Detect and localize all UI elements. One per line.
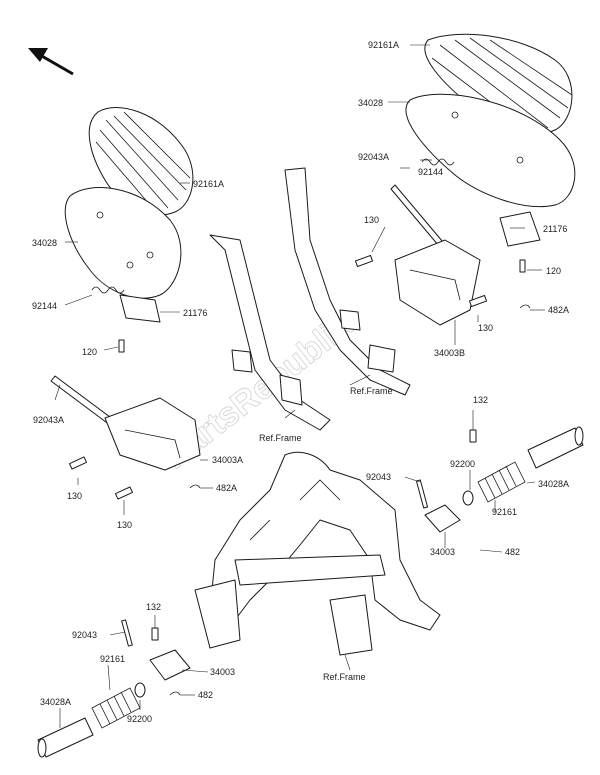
label-120-right: 120: [546, 266, 561, 276]
label-34003a: 34003A: [212, 455, 243, 465]
right-bolts-130: [354, 254, 488, 308]
left-washer-92200: [134, 682, 146, 698]
label-34003-left: 34003: [210, 667, 235, 677]
label-34028a-right: 34028A: [538, 479, 569, 489]
label-34003b: 34003B: [434, 348, 465, 358]
left-peg-bracket-34003: [149, 649, 191, 681]
label-92161a-left: 92161A: [193, 179, 224, 189]
left-peg-cover-34028A: [37, 717, 94, 758]
label-130-right-upper: 130: [364, 215, 379, 225]
label-92043-left: 92043: [72, 630, 97, 640]
label-92161-left: 92161: [100, 654, 125, 664]
left-bolts-130: [68, 456, 134, 500]
label-92200-left: 92200: [127, 714, 152, 724]
label-92144-left: 92144: [32, 301, 57, 311]
right-peg-rubber-92161: [477, 461, 526, 503]
right-pin-92043: [415, 479, 429, 509]
right-floorboard-rubber-mat: [424, 33, 573, 135]
left-floorboard-rubber-mat: [88, 107, 194, 216]
right-floorboard-bracket-21176: [499, 211, 541, 247]
left-bolt-120: [118, 339, 125, 353]
label-21176-right: 21176: [543, 224, 567, 234]
right-floorboard-plate: [405, 93, 576, 208]
label-482-right: 482: [505, 547, 520, 557]
label-ref-frame-bottom: Ref.Frame: [323, 672, 366, 682]
label-132-right: 132: [473, 395, 488, 405]
leader-lines: [54, 44, 545, 728]
right-bolt-120: [519, 259, 526, 273]
label-92043a-left: 92043A: [33, 415, 64, 425]
main-frame: [194, 451, 441, 656]
right-peg-bracket-34003: [424, 504, 461, 533]
right-spring: [421, 158, 455, 166]
label-21176-left: 21176: [183, 308, 207, 318]
label-92161a-right: 92161A: [368, 40, 399, 50]
center-frame-bracket: [209, 234, 331, 431]
label-92161-right: 92161: [492, 507, 517, 517]
label-482a-right: 482A: [548, 305, 569, 315]
part-labels: 92161A 34028 92043A 92144 130 21176 120 …: [32, 40, 569, 724]
left-cotter-pin-482A: [189, 484, 201, 489]
right-washer-92200: [462, 490, 474, 506]
left-cotter-pin-482: [169, 691, 181, 696]
right-floorboard-bracket-34003B: [394, 239, 481, 326]
label-92144-right: 92144: [418, 167, 443, 177]
direction-arrow-icon: [28, 48, 74, 76]
label-132-left: 132: [146, 602, 161, 612]
label-482a-left: 482A: [216, 483, 237, 493]
label-ref-frame-center: Ref.Frame: [350, 386, 393, 396]
label-482-left: 482: [198, 690, 213, 700]
label-92043a-right: 92043A: [358, 152, 389, 162]
label-92200-right: 92200: [450, 459, 475, 469]
left-floorboard-plate: [64, 187, 182, 299]
label-130-right-lower: 130: [478, 323, 493, 333]
right-bolt-132: [469, 429, 477, 443]
label-34003-right: 34003: [430, 547, 455, 557]
label-ref-frame-left: Ref.Frame: [259, 433, 302, 443]
label-130-left-upper: 130: [67, 491, 82, 501]
label-34028a-left: 34028A: [40, 697, 71, 707]
right-cotter-pin-482A: [519, 304, 531, 309]
left-spring: [91, 286, 125, 294]
label-120-left: 120: [82, 347, 97, 357]
left-pin-92043: [121, 619, 133, 647]
label-130-left-lower: 130: [117, 520, 132, 530]
left-bolt-132: [151, 627, 159, 641]
right-peg-cover-34028A: [527, 426, 584, 469]
label-34028-left: 34028: [32, 238, 57, 248]
label-34028-right: 34028: [358, 98, 383, 108]
label-92043-right: 92043: [366, 472, 391, 482]
center-frame-tube: [284, 167, 411, 396]
left-floorboard-bracket: [119, 294, 161, 323]
left-floorboard-bracket-34003A: [104, 397, 201, 471]
